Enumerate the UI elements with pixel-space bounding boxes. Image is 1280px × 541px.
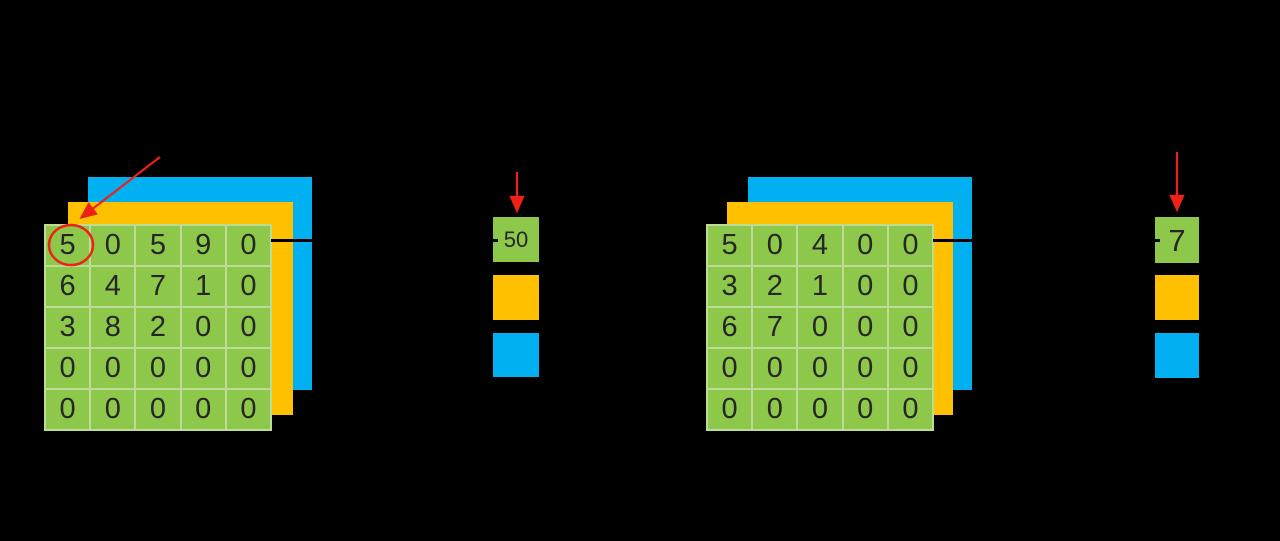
left-output-value: 50 — [503, 226, 529, 252]
matrix-cell: 4 — [798, 226, 842, 265]
matrix-cell: 0 — [136, 390, 180, 429]
matrix-cell: 0 — [753, 349, 797, 388]
left-output-square-blue — [493, 333, 539, 377]
matrix-cell: 2 — [136, 308, 180, 347]
matrix-cell: 0 — [708, 390, 752, 429]
matrix-cell: 0 — [46, 349, 90, 388]
right-input-matrix: 5 0 4 0 0 3 2 1 0 0 6 7 0 0 0 0 0 0 0 0 … — [706, 224, 934, 431]
matrix-cell: 0 — [91, 349, 135, 388]
matrix-cell: 5 — [136, 226, 180, 265]
matrix-cell: 0 — [888, 390, 932, 429]
matrix-cell: 0 — [843, 267, 887, 306]
matrix-cell: 7 — [136, 267, 180, 306]
matrix-cell: 6 — [708, 308, 752, 347]
matrix-cell: 7 — [753, 308, 797, 347]
matrix-cell: 0 — [888, 226, 932, 265]
right-output-square-yellow — [1155, 275, 1199, 320]
matrix-cell: 3 — [46, 308, 90, 347]
matrix-cell: 0 — [843, 308, 887, 347]
matrix-cell: 0 — [226, 390, 270, 429]
right-output-value: 7 — [1168, 222, 1186, 258]
matrix-cell: 0 — [226, 349, 270, 388]
matrix-cell: 0 — [226, 267, 270, 306]
matrix-cell: 0 — [91, 226, 135, 265]
matrix-cell: 0 — [798, 349, 842, 388]
matrix-cell: 0 — [753, 226, 797, 265]
matrix-cell: 0 — [798, 390, 842, 429]
matrix-cell: 1 — [798, 267, 842, 306]
left-input-matrix: 5 0 5 9 0 6 4 7 1 0 3 8 2 0 0 0 0 0 0 0 … — [44, 224, 272, 431]
matrix-cell: 0 — [91, 390, 135, 429]
matrix-cell: 0 — [181, 349, 225, 388]
right-output-square-blue — [1155, 333, 1199, 378]
matrix-cell: 0 — [708, 349, 752, 388]
matrix-cell: 0 — [843, 226, 887, 265]
left-output-square-yellow — [493, 275, 539, 320]
matrix-cell: 0 — [798, 308, 842, 347]
matrix-cell: 8 — [91, 308, 135, 347]
right-output-square-green: 7 — [1155, 217, 1199, 263]
matrix-cell: 0 — [888, 308, 932, 347]
left-connector-line — [271, 239, 498, 242]
matrix-cell: 9 — [181, 226, 225, 265]
matrix-cell: 0 — [226, 308, 270, 347]
matrix-cell: 0 — [843, 390, 887, 429]
right-connector-line — [933, 239, 1160, 242]
matrix-cell: 0 — [226, 226, 270, 265]
matrix-cell: 0 — [181, 308, 225, 347]
left-output-square-green: 50 — [493, 217, 539, 262]
matrix-cell: 0 — [181, 390, 225, 429]
matrix-cell: 0 — [753, 390, 797, 429]
matrix-cell: 0 — [136, 349, 180, 388]
matrix-cell: 5 — [708, 226, 752, 265]
matrix-cell: 0 — [888, 349, 932, 388]
matrix-cell-highlighted: 5 — [46, 226, 90, 265]
matrix-cell: 3 — [708, 267, 752, 306]
matrix-cell: 0 — [888, 267, 932, 306]
matrix-cell: 1 — [181, 267, 225, 306]
matrix-cell: 4 — [91, 267, 135, 306]
matrix-cell: 0 — [46, 390, 90, 429]
matrix-cell: 2 — [753, 267, 797, 306]
matrix-cell: 0 — [843, 349, 887, 388]
matrix-cell: 6 — [46, 267, 90, 306]
